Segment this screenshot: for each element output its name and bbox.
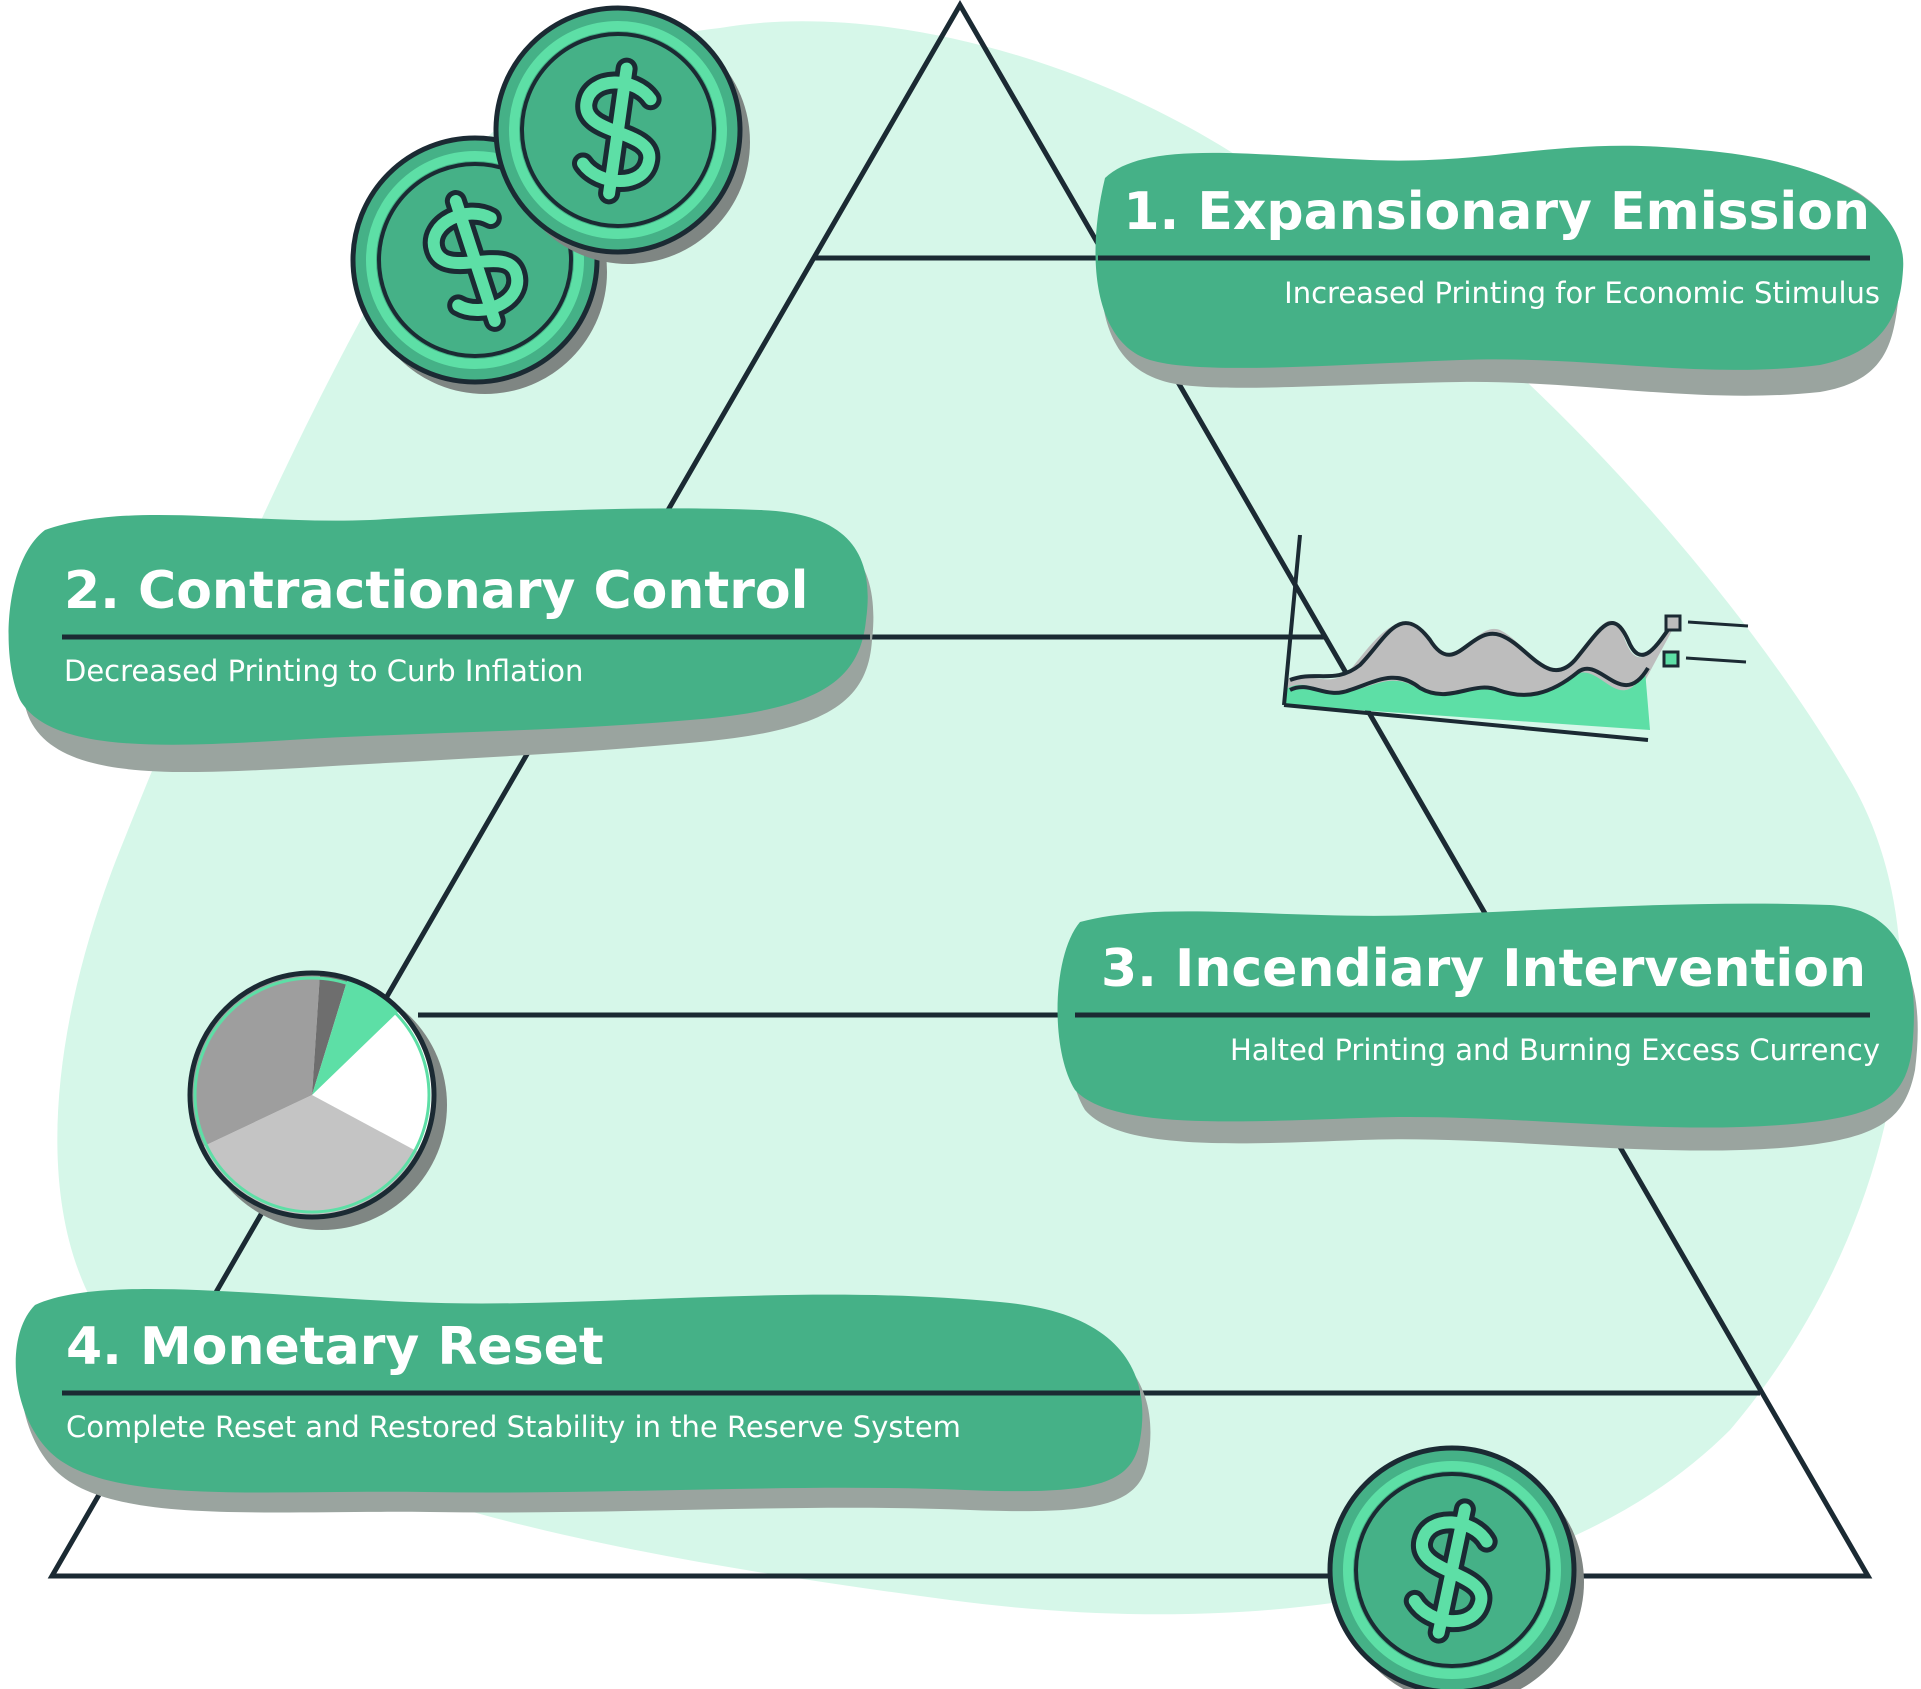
legend-line [1685,656,1747,664]
pyramid-outline [47,0,1873,1579]
tier-banner-4: 4. Monetary Reset Complete Reset and Res… [15,1288,1151,1513]
chart-y-axis [1282,534,1302,706]
tier-banner-3: 3. Incendiary Intervention Halted Printi… [1057,903,1918,1151]
coin-ring [509,21,727,239]
dollar-coin-icon [493,5,750,264]
pie-slice-light [202,1095,420,1218]
coin-inner-line [1354,1472,1550,1668]
pie-slice-dark [190,972,321,1147]
legend-line [1687,620,1749,628]
legend-swatch-green [1662,650,1680,668]
tier-1-title: 1. Expansionary Emission [1123,182,1870,242]
banner-body [8,508,868,745]
dollar-sign-icon [1403,1498,1498,1644]
legend-swatch-gray [1664,614,1682,632]
tier-3-title: 3. Incendiary Intervention [1101,939,1866,999]
dollar-coin-icon [1327,1445,1584,1689]
tier-2-title: 2. Contractionary Control [64,561,808,621]
tier-4-title: 4. Monetary Reset [66,1317,604,1377]
coin-inner-line [520,32,716,228]
coin-inner-line [377,162,573,358]
tier-1-subtitle: Increased Printing for Economic Stimulus [1284,276,1880,310]
tier-4-subtitle: Complete Reset and Restored Stability in… [66,1410,961,1444]
coin-ring [366,151,584,369]
chart-line-front [1289,666,1650,697]
pie-chart-icon [187,970,447,1230]
tier-2-subtitle: Decreased Printing to Curb Inflation [64,654,583,688]
dollar-sign-icon [422,190,529,332]
dollar-sign-icon [572,57,662,205]
chart-green-area [1285,670,1650,730]
background-blob [57,21,1902,1615]
chart-x-axis [1283,703,1649,742]
tier-banner-1: 1. Expansionary Emission Increased Print… [1095,145,1904,396]
chart-line-back [1289,618,1677,682]
tier-3-subtitle: Halted Printing and Burning Excess Curre… [1230,1033,1880,1067]
area-chart-icon [1282,534,1749,742]
pie-outline [187,970,437,1220]
tier-banner-2: 2. Contractionary Control Decreased Prin… [8,508,874,773]
pie-rim [193,976,431,1214]
coin-ring [1343,1461,1561,1679]
pie-slice-darkest [312,973,348,1095]
pie-slice-green [312,978,400,1095]
